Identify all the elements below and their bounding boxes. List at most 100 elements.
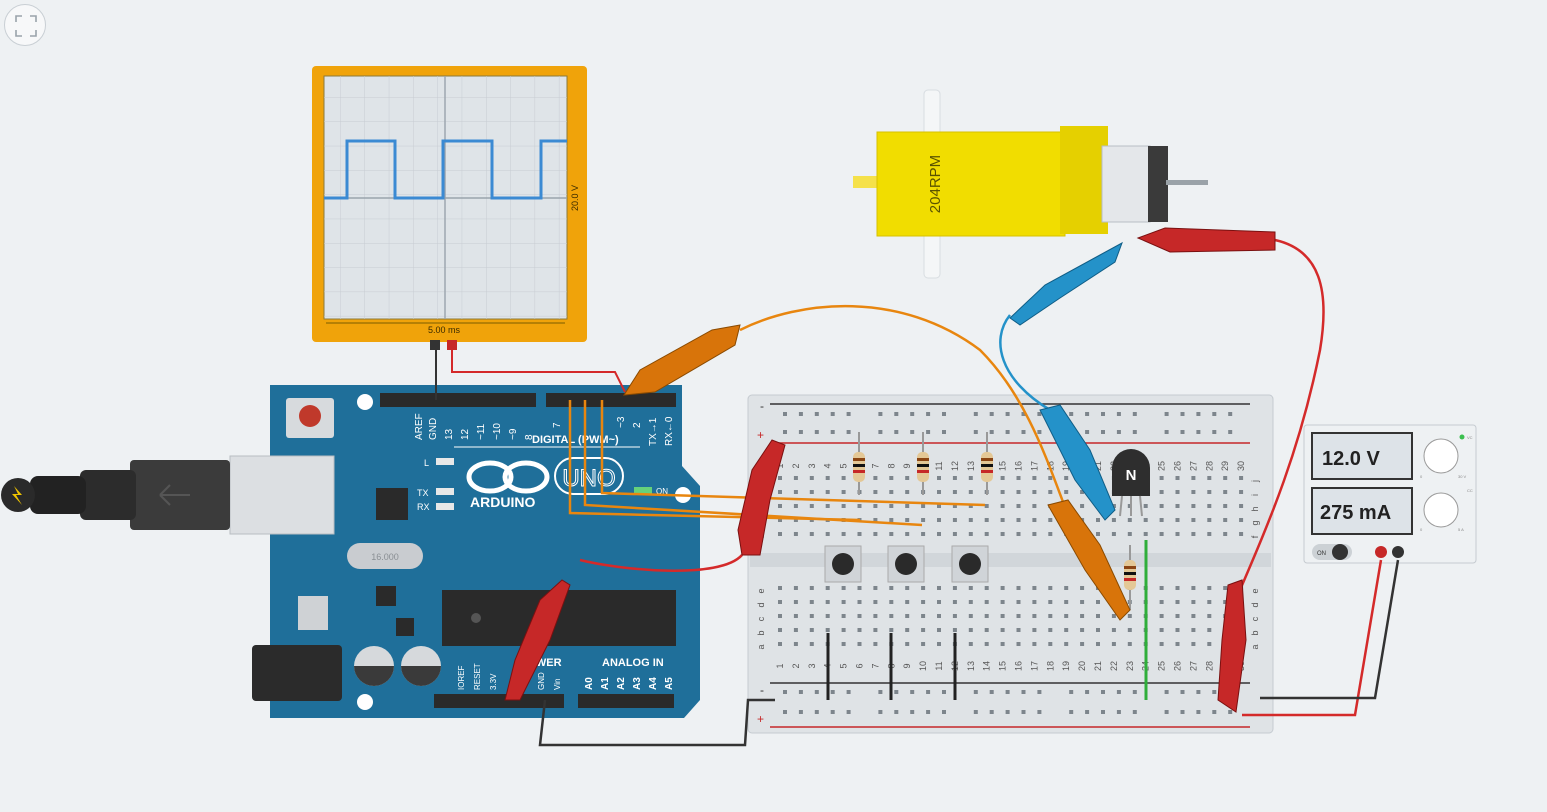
breadboard-hole — [814, 690, 819, 694]
pushbutton[interactable] — [887, 545, 925, 583]
negative-terminal[interactable] — [1392, 546, 1404, 558]
row-letter: d — [756, 602, 766, 607]
breadboard-hole — [1111, 642, 1116, 646]
supply-current-display: 275 mA — [1320, 502, 1391, 524]
pushbutton[interactable] — [951, 545, 989, 583]
alligator-clip-red[interactable] — [504, 579, 571, 701]
breadboard-hole — [989, 412, 994, 416]
breadboard-hole — [1175, 600, 1180, 604]
breadboard-hole — [905, 628, 910, 632]
breadboard-hole — [778, 532, 782, 536]
svg-text:TX→1: TX→1 — [648, 417, 659, 446]
positive-terminal[interactable] — [1375, 546, 1387, 558]
breadboard-hole — [1143, 518, 1148, 522]
breadboard-hole — [1239, 490, 1244, 494]
breadboard-hole — [984, 504, 989, 508]
breadboard-hole — [1000, 586, 1005, 590]
breadboard-hole — [1048, 490, 1053, 494]
column-number: 30 — [1236, 461, 1246, 471]
alligator-clip-red[interactable] — [1136, 227, 1276, 253]
breadboard-hole — [937, 518, 941, 522]
npn-transistor[interactable]: N — [1112, 449, 1150, 517]
breadboard-hole — [952, 504, 957, 508]
breadboard-hole — [1005, 412, 1010, 416]
breadboard-hole — [1212, 690, 1217, 694]
row-letter: b — [756, 630, 766, 635]
breadboard-hole — [1175, 586, 1180, 590]
column-number: 9 — [902, 663, 912, 668]
svg-text:AREF: AREF — [414, 413, 425, 440]
dc-power-supply[interactable]: 12.0 V 275 mA VC CC 0 30 V 0 5 A ON — [1303, 424, 1477, 564]
breadboard-hole — [1016, 628, 1021, 632]
breadboard-hole — [846, 430, 851, 434]
dc-motor[interactable]: 204RPM — [853, 89, 1208, 279]
breadboard-hole — [1048, 628, 1053, 632]
breadboard-hole — [1069, 710, 1074, 714]
voltage-knob[interactable] — [1423, 438, 1459, 474]
breadboard-hole — [809, 504, 814, 508]
breadboard-hole — [1080, 586, 1085, 590]
breadboard-hole — [809, 628, 814, 632]
alligator-clip-orange[interactable] — [1047, 499, 1131, 621]
resistor[interactable] — [1124, 545, 1136, 610]
breadboard-hole — [857, 614, 862, 618]
breadboard-hole — [968, 628, 973, 632]
breadboard-hole — [952, 518, 957, 522]
pushbutton[interactable] — [824, 545, 862, 583]
breadboard-hole — [989, 430, 994, 434]
alligator-clip-red[interactable] — [1217, 579, 1247, 713]
breadboard-hole — [910, 430, 915, 434]
svg-text:RX←0: RX←0 — [664, 416, 675, 446]
breadboard-hole — [1132, 412, 1137, 416]
column-number: 11 — [934, 661, 944, 670]
fit-to-view-button[interactable] — [4, 4, 46, 46]
breadboard-hole — [1127, 518, 1132, 522]
breadboard-hole — [783, 710, 787, 714]
breadboard-hole — [793, 490, 798, 494]
breadboard-hole — [1207, 504, 1212, 508]
breadboard-hole — [984, 642, 989, 646]
arduino-uno-board[interactable]: AREF GND 13 12 ~11 ~10 ~9 8 7 ~3 2 TX→1 … — [1, 385, 700, 718]
alligator-clip-orange[interactable] — [623, 324, 741, 396]
breadboard-hole — [841, 628, 846, 632]
breadboard-hole — [968, 600, 973, 604]
current-knob[interactable] — [1423, 492, 1459, 528]
alligator-clip-blue[interactable] — [1039, 404, 1116, 521]
breadboard-hole — [910, 690, 915, 694]
breadboard-hole — [968, 586, 973, 590]
breadboard[interactable]: - + - + jjiihhggffeeddccbbaa 11223344556… — [747, 394, 1274, 734]
breadboard-hole — [793, 600, 798, 604]
breadboard-hole — [1064, 642, 1069, 646]
breadboard-hole — [1096, 532, 1100, 536]
alligator-clip-red[interactable] — [737, 439, 786, 556]
breadboard-hole — [778, 504, 782, 508]
breadboard-hole — [778, 642, 782, 646]
breadboard-hole — [1223, 476, 1228, 480]
breadboard-hole — [1175, 532, 1180, 536]
svg-text:CC: CC — [1467, 488, 1473, 493]
breadboard-hole — [809, 642, 814, 646]
breadboard-hole — [841, 642, 846, 646]
column-number: 27 — [1188, 461, 1198, 471]
column-number: 10 — [918, 661, 928, 671]
resistor[interactable] — [981, 432, 993, 495]
resistor[interactable] — [917, 432, 929, 495]
oscilloscope[interactable]: 5.00 ms 20.0 V — [312, 66, 587, 350]
resistor[interactable] — [853, 432, 865, 495]
breadboard-hole — [1096, 614, 1100, 618]
breadboard-hole — [1132, 690, 1137, 694]
breadboard-hole — [1159, 586, 1164, 590]
breadboard-hole — [1191, 490, 1196, 494]
breadboard-hole — [1191, 532, 1196, 536]
alligator-clip-blue[interactable] — [1009, 241, 1123, 326]
svg-text:GND: GND — [537, 672, 546, 690]
column-number: 19 — [1061, 661, 1071, 671]
breadboard-hole — [1180, 690, 1185, 694]
breadboard-hole — [942, 412, 946, 416]
breadboard-hole — [1207, 476, 1212, 480]
column-number: 18 — [1045, 661, 1055, 671]
breadboard-hole — [1159, 532, 1164, 536]
column-number: 11 — [934, 461, 944, 470]
breadboard-hole — [968, 518, 973, 522]
